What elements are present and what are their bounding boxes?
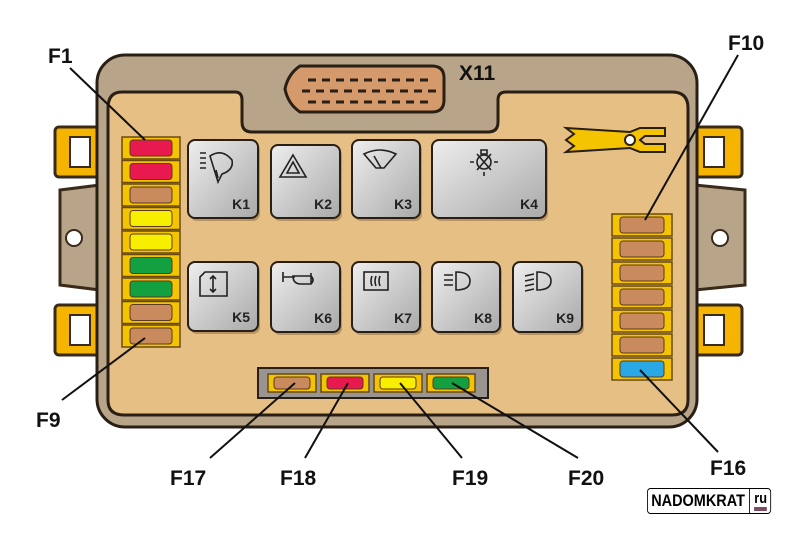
relay-label: K1 (232, 196, 250, 212)
low-beam-icon (444, 271, 471, 291)
relay-label: K4 (520, 196, 538, 212)
fuse-f7 (121, 277, 181, 301)
right-mounting (692, 125, 747, 357)
label-f17: F17 (170, 467, 206, 490)
fuse-f16 (611, 357, 673, 381)
relay-k6: K6 (270, 261, 342, 335)
fuse-column-left (121, 136, 181, 348)
relay-k4: K4 (431, 139, 548, 221)
label-f16: F16 (710, 457, 746, 480)
relay-label: K3 (394, 196, 412, 212)
fuse-f5 (121, 230, 181, 254)
label-f19: F19 (452, 467, 488, 490)
wiper-icon (362, 149, 398, 169)
hazard-warning-icon (278, 153, 308, 178)
fuse-f6 (121, 253, 181, 278)
fuse-f4 (121, 206, 181, 231)
connector-label: X11 (459, 62, 496, 85)
relay-k7: K7 (351, 261, 422, 335)
fuse-puller-icon (562, 126, 666, 154)
relay-k5: K5 (187, 261, 260, 334)
fuse-f9 (121, 324, 181, 348)
watermark-name: NADOMKRAT (651, 491, 745, 510)
label-f20: F20 (568, 467, 604, 490)
connector-x11 (283, 64, 446, 114)
rear-defrost-icon (363, 271, 389, 291)
lamp-failure-icon (470, 149, 498, 176)
fuse-f1 (121, 136, 181, 160)
fuse-row-bottom (267, 373, 476, 393)
relay-label: K9 (556, 310, 574, 326)
relay-label: K2 (314, 196, 332, 212)
relay-label: K6 (314, 310, 332, 326)
fuse-f19 (373, 373, 423, 393)
relay-label: K7 (394, 310, 412, 326)
relay-k9: K9 (512, 261, 584, 335)
fuse-f10 (611, 213, 673, 237)
fuse-f20 (426, 373, 476, 393)
fuse-f12 (611, 261, 673, 285)
fuse-f8 (121, 300, 181, 325)
leader-lines (61, 54, 739, 459)
relay-k1: K1 (187, 139, 260, 221)
left-mounting (53, 125, 103, 357)
high-beam-icon (524, 271, 552, 292)
fuse-f15 (611, 333, 673, 357)
watermark-tld: ru (754, 491, 767, 511)
relay-label: K8 (474, 310, 492, 326)
relay-k8: K8 (431, 261, 502, 335)
horn-icon (282, 272, 314, 285)
fuse-f13 (611, 285, 673, 309)
relay-k2: K2 (270, 144, 342, 221)
relay-label: K5 (232, 309, 250, 325)
fuse-f18 (320, 373, 370, 393)
fuse-f2 (121, 159, 181, 184)
label-f10: F10 (728, 32, 764, 55)
label-f18: F18 (280, 467, 317, 490)
watermark-logo: NADOMKRAT ru (647, 488, 772, 514)
windshield-washer-icon (200, 152, 234, 185)
fuse-column-right (611, 213, 673, 381)
fuse-f3 (121, 183, 181, 207)
fuse-f14 (611, 309, 673, 333)
fuse-f11 (611, 237, 673, 261)
fuse-f17 (267, 373, 317, 393)
relay-k3: K3 (351, 139, 422, 221)
power-window-icon (199, 271, 228, 297)
label-f9: F9 (36, 409, 61, 432)
label-f1: F1 (48, 45, 73, 68)
